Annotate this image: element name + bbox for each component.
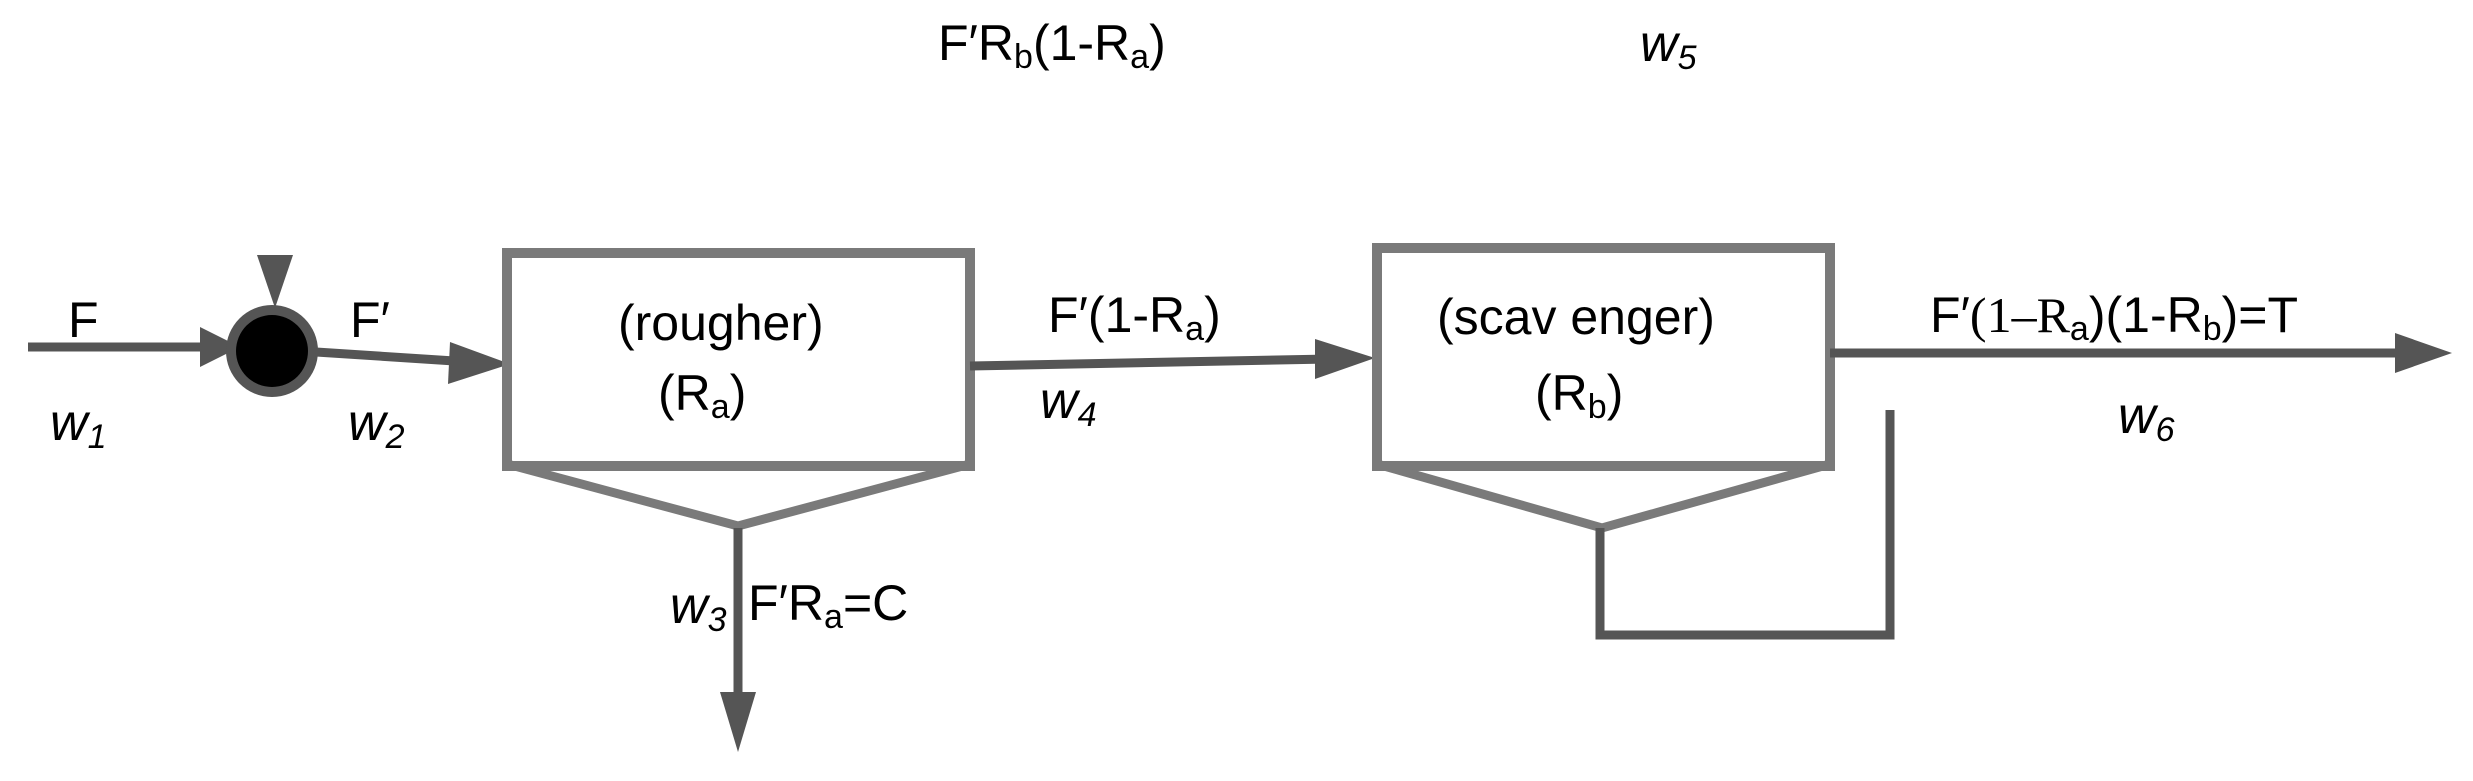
rougher-tail-stream (969, 354, 1331, 371)
scavenger-cell (1372, 243, 1835, 471)
w1-label: w1 (50, 394, 107, 456)
rougher-cell (502, 248, 975, 471)
w3-label: w3 (670, 577, 727, 639)
w6-label: w6 (2118, 387, 2175, 449)
final-tail-arrowhead (2395, 333, 2452, 373)
concentrate-arrowhead (720, 692, 756, 752)
rougher-title: (rougher) (618, 295, 824, 351)
recycle-arrowhead (257, 255, 293, 308)
w4-label: w4 (1040, 372, 1097, 434)
w2-label: w2 (348, 394, 405, 456)
scavenger-recovery: (Rb) (1535, 365, 1624, 426)
recycle-loop (1595, 410, 1895, 640)
feed-label: F (68, 292, 99, 348)
rougher-recovery: (Ra) (658, 365, 747, 426)
final-tail-label: F′(1–Ra)(1-Rb)=T (1930, 287, 2299, 348)
rougher-hopper (505, 459, 972, 531)
w5-label: w5 (1640, 15, 1697, 77)
concentrate-label: F′Ra=C (748, 575, 909, 636)
scavenger-title: (scav enger) (1437, 289, 1715, 345)
rougher-tail-arrowhead (1315, 339, 1375, 379)
mixed-feed-arrowhead (448, 342, 510, 384)
scavenger-hopper (1375, 459, 1832, 533)
mixed-feed-label: F′ (350, 292, 390, 348)
feed-arrowhead (200, 327, 240, 367)
recycle-label: F′Rb(1-Ra) (938, 15, 1166, 76)
mixed-feed-stream (315, 347, 471, 367)
mixer-node-core (236, 315, 308, 387)
rougher-tail-label: F′(1-Ra) (1048, 287, 1221, 348)
